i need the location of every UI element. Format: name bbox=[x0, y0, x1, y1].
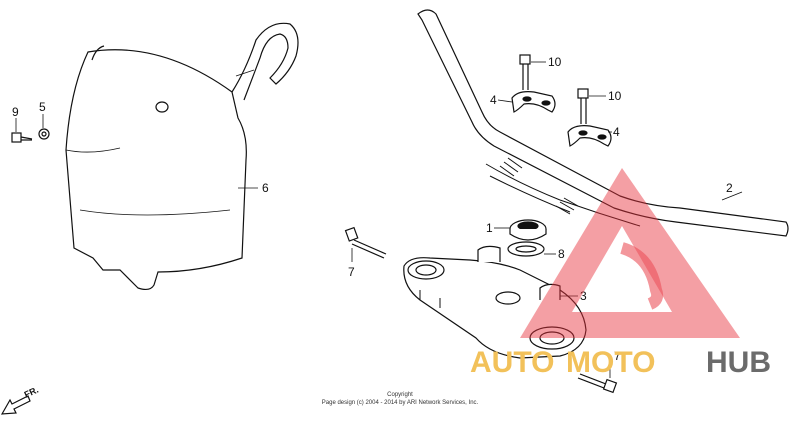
top-bridge-3 bbox=[403, 245, 587, 359]
bolt-7-lower bbox=[577, 373, 618, 394]
callout-9: 9 bbox=[12, 105, 19, 119]
callout-4b: 4 bbox=[613, 125, 620, 139]
steering-stem-nut-1 bbox=[509, 219, 547, 241]
callout-3: 3 bbox=[580, 289, 587, 303]
handlebar bbox=[417, 9, 789, 237]
leader-2 bbox=[721, 191, 743, 201]
callout-7a: 7 bbox=[348, 265, 355, 279]
leader-4a bbox=[497, 99, 513, 103]
callout-10a: 10 bbox=[548, 55, 562, 69]
automotohub-watermark-logo bbox=[520, 168, 740, 338]
washer-8 bbox=[507, 241, 545, 257]
callout-10b: 10 bbox=[608, 89, 622, 103]
callout-8: 8 bbox=[558, 247, 565, 261]
front-direction-arrow bbox=[0, 395, 31, 415]
copyright-line-2: Page design (c) 2004 - 2014 by ARI Netwo… bbox=[322, 400, 479, 406]
callout-5: 5 bbox=[39, 100, 46, 114]
bolt-10-upper bbox=[519, 54, 531, 90]
wordmark-moto: MOTO bbox=[566, 346, 655, 379]
wordmark-auto: AUTO bbox=[470, 346, 554, 379]
automotohub-wordmark: AUTO MOTO HUB bbox=[470, 346, 771, 379]
copyright-line-1: Copyright bbox=[387, 392, 413, 398]
callout-4a: 4 bbox=[490, 93, 497, 107]
handlebar-holder-upper-2 bbox=[567, 125, 612, 147]
callout-6: 6 bbox=[262, 181, 269, 195]
callout-2: 2 bbox=[726, 181, 733, 195]
number-plate bbox=[65, 22, 299, 291]
callout-7b: 7 bbox=[614, 349, 621, 363]
wordmark-hub: HUB bbox=[706, 346, 771, 379]
callout-1: 1 bbox=[486, 221, 493, 235]
screw-9 bbox=[11, 132, 33, 143]
bolt-7-upper bbox=[344, 226, 387, 259]
handlebar-holder-upper-1 bbox=[511, 91, 556, 113]
bolt-10-lower bbox=[577, 88, 589, 124]
nut-5 bbox=[38, 128, 50, 140]
front-direction-label: FR. bbox=[23, 385, 40, 400]
